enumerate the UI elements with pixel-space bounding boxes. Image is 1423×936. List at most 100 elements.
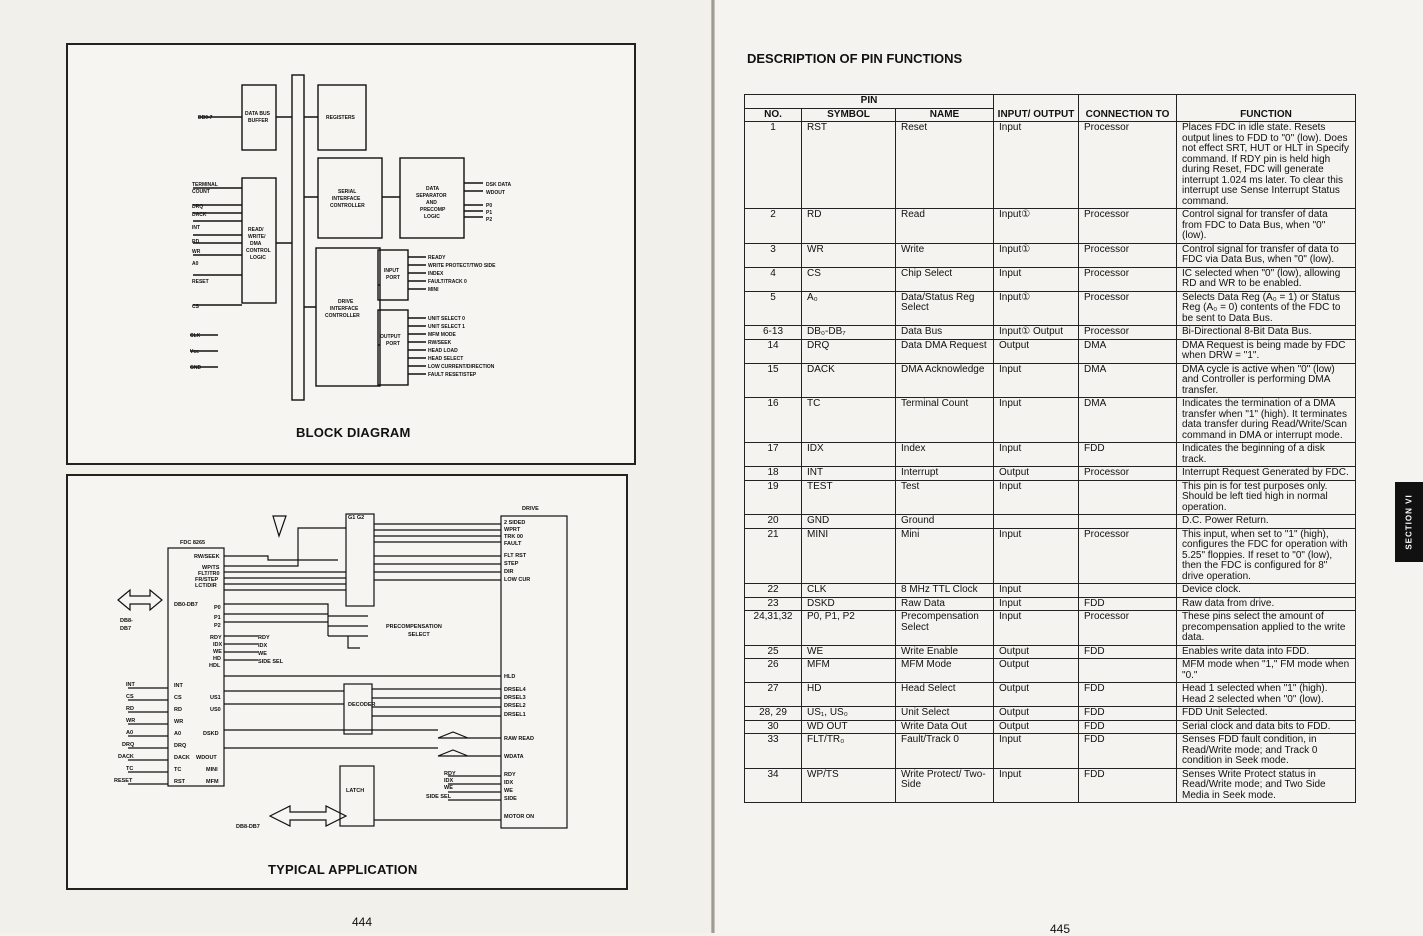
cell-conn: Processor xyxy=(1078,610,1178,646)
cell-name: Precompensation Select xyxy=(894,610,995,646)
cell-symbol: IDX xyxy=(801,442,896,467)
svg-text:RAW READ: RAW READ xyxy=(504,736,534,742)
cell-func: Places FDC in idle state. Resets output … xyxy=(1176,121,1357,209)
svg-text:WR: WR xyxy=(192,249,201,255)
svg-text:HDL: HDL xyxy=(209,663,221,669)
svg-text:WE: WE xyxy=(504,788,513,794)
svg-text:UNIT SELECT 1: UNIT SELECT 1 xyxy=(428,324,465,330)
cell-func: Control signal for transfer of data to F… xyxy=(1176,242,1357,268)
cell-conn: DMA xyxy=(1078,397,1178,443)
svg-text:A0: A0 xyxy=(192,261,199,267)
cell-func: Enables write data into FDD. xyxy=(1176,644,1357,659)
svg-text:WE: WE xyxy=(258,651,267,657)
cell-func: Device clock. xyxy=(1176,583,1357,598)
svg-text:DB8-: DB8- xyxy=(120,618,133,624)
svg-text:HLD: HLD xyxy=(504,674,515,680)
svg-text:TERMINAL: TERMINAL xyxy=(192,182,218,188)
cell-conn: Processor xyxy=(1078,527,1178,584)
cell-name: Raw Data xyxy=(894,596,995,611)
svg-text:SIDE SEL: SIDE SEL xyxy=(258,659,284,665)
cell-no: 21 xyxy=(744,527,802,584)
svg-text:DECODER: DECODER xyxy=(348,702,376,708)
svg-text:STEP: STEP xyxy=(504,561,519,567)
svg-text:DACK: DACK xyxy=(192,212,207,218)
cell-conn: FDD xyxy=(1078,733,1178,769)
cell-no: 6-13 xyxy=(744,325,802,340)
svg-text:RDY: RDY xyxy=(258,635,270,641)
cell-symbol: CLK xyxy=(801,583,896,598)
cell-no: 5 xyxy=(744,290,802,326)
cell-func: DMA cycle is active when "0" (low) and C… xyxy=(1176,362,1357,398)
cell-conn: FDD xyxy=(1078,644,1178,659)
cell-io: Output xyxy=(993,719,1080,734)
cell-symbol: MINI xyxy=(801,527,896,584)
cell-no: 2 xyxy=(744,208,802,244)
svg-text:MFM MODE: MFM MODE xyxy=(428,332,456,338)
cell-no: 26 xyxy=(744,658,802,683)
cell-name: Write Protect/ Two-Side xyxy=(894,767,995,803)
svg-text:WDATA: WDATA xyxy=(504,754,524,760)
cell-symbol: HD xyxy=(801,682,896,707)
svg-text:GND: GND xyxy=(190,365,202,371)
svg-text:MFM: MFM xyxy=(206,779,219,785)
svg-text:WPRT: WPRT xyxy=(504,527,521,533)
cell-no: 4 xyxy=(744,266,802,292)
svg-text:FAULT/TRACK 0: FAULT/TRACK 0 xyxy=(428,279,467,285)
cell-name: Write Data Out xyxy=(894,719,995,734)
cell-no: 23 xyxy=(744,596,802,611)
cell-io: Input xyxy=(993,596,1080,611)
cell-io: Input xyxy=(993,121,1080,209)
cell-name: Write xyxy=(894,242,995,268)
header-name: NAME xyxy=(894,107,995,122)
svg-text:WE: WE xyxy=(213,649,222,655)
svg-text:PORT: PORT xyxy=(386,341,400,347)
svg-text:RD: RD xyxy=(192,239,200,245)
svg-text:LOGIC: LOGIC xyxy=(250,255,266,261)
cell-no: 34 xyxy=(744,767,802,803)
cell-name: Chip Select xyxy=(894,266,995,292)
svg-text:RW/SEEK: RW/SEEK xyxy=(428,340,452,346)
svg-text:WR: WR xyxy=(126,718,135,724)
svg-text:A0: A0 xyxy=(174,731,181,737)
svg-text:READ/: READ/ xyxy=(248,227,264,233)
svg-text:TC: TC xyxy=(126,766,133,772)
header-pin: PIN xyxy=(743,94,995,109)
cell-no: 28, 29 xyxy=(744,706,802,721)
cell-name: Interrupt xyxy=(894,466,995,481)
cell-name: 8 MHz TTL Clock xyxy=(894,583,995,598)
section-tab-label: SECTION VI xyxy=(1404,494,1414,550)
cell-symbol: MFM xyxy=(801,658,896,683)
svg-text:INT: INT xyxy=(192,225,200,231)
svg-text:RST: RST xyxy=(174,779,186,785)
cell-no: 30 xyxy=(744,719,802,734)
cell-conn: FDD xyxy=(1078,706,1178,721)
svg-text:P2: P2 xyxy=(214,623,221,629)
cell-conn xyxy=(1078,658,1178,683)
svg-text:LOGIC: LOGIC xyxy=(424,214,440,220)
cell-conn xyxy=(1078,514,1178,529)
cell-symbol: TEST xyxy=(801,479,896,515)
cell-name: Index xyxy=(894,442,995,467)
svg-text:SIDE SEL: SIDE SEL xyxy=(426,794,452,800)
cell-conn: Processor xyxy=(1078,290,1178,326)
pin-functions-heading: DESCRIPTION OF PIN FUNCTIONS xyxy=(747,51,963,66)
cell-no: 20 xyxy=(744,514,802,529)
svg-text:DB0-7: DB0-7 xyxy=(198,115,213,121)
page-number-left: 444 xyxy=(352,915,373,929)
cell-func: Indicates the termination of a DMA trans… xyxy=(1176,397,1357,443)
svg-text:LOW CURRENT/DIRECTION: LOW CURRENT/DIRECTION xyxy=(428,364,495,370)
svg-text:IDX: IDX xyxy=(213,642,223,648)
cell-no: 25 xyxy=(744,644,802,659)
